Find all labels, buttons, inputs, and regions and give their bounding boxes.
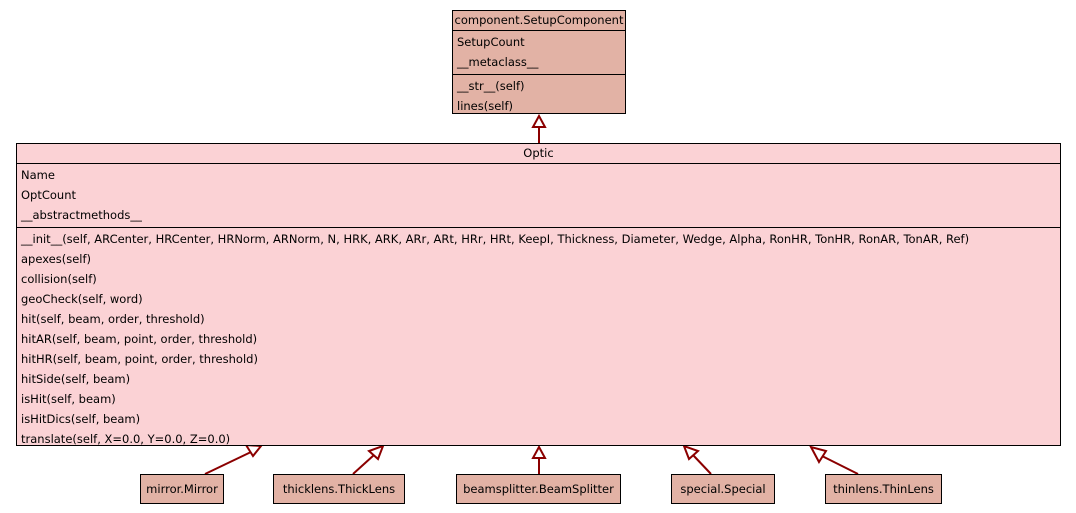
- edge-optic-to-setupcomponent: [531, 113, 547, 143]
- attribute: OptCount: [21, 188, 77, 202]
- method: collision(self): [21, 272, 97, 286]
- class-box-setupcomponent[interactable]: component.SetupComponent SetupCount __me…: [452, 10, 626, 114]
- method: translate(self, X=0.0, Y=0.0, Z=0.0): [21, 432, 231, 446]
- attribute: Name: [21, 168, 55, 182]
- class-box-mirror[interactable]: mirror.Mirror: [140, 474, 224, 504]
- class-box-special[interactable]: special.Special: [671, 474, 775, 504]
- class-box-thinlens[interactable]: thinlens.ThinLens: [825, 474, 942, 504]
- class-name: thinlens.ThinLens: [833, 482, 934, 496]
- method: isHitDics(self, beam): [21, 412, 141, 426]
- method: hitHR(self, beam, point, order, threshol…: [21, 352, 258, 366]
- method: __init__(self, ARCenter, HRCenter, HRNor…: [21, 232, 970, 246]
- class-name: beamsplitter.BeamSplitter: [463, 482, 614, 496]
- class-box-thicklens[interactable]: thicklens.ThickLens: [273, 474, 405, 504]
- class-name: special.Special: [680, 482, 766, 496]
- method: apexes(self): [21, 252, 92, 266]
- edge-thicklens-to-optic: [352, 444, 385, 475]
- class-name: Optic: [17, 144, 1060, 164]
- attribute: __abstractmethods__: [21, 208, 142, 222]
- methods-section: __init__(self, ARCenter, HRCenter, HRNor…: [17, 228, 1060, 451]
- edge-thinlens-to-optic: [809, 445, 859, 475]
- method: hit(self, beam, order, threshold): [21, 312, 205, 326]
- method: isHit(self, beam): [21, 392, 116, 406]
- class-box-optic[interactable]: Optic Name OptCount __abstractmethods__ …: [16, 143, 1061, 446]
- edge-special-to-optic: [682, 444, 712, 475]
- class-name: thicklens.ThickLens: [282, 482, 396, 496]
- attribute: SetupCount: [457, 35, 525, 49]
- method: __str__(self): [457, 79, 525, 93]
- edge-beamsplitter-to-optic: [531, 444, 547, 474]
- method: hitAR(self, beam, point, order, threshol…: [21, 332, 258, 346]
- attribute: __metaclass__: [457, 55, 539, 69]
- class-name: mirror.Mirror: [146, 482, 218, 496]
- class-name: component.SetupComponent: [453, 11, 625, 31]
- method: geoCheck(self, word): [21, 292, 143, 306]
- attributes-section: Name OptCount __abstractmethods__: [17, 164, 1060, 228]
- methods-section: __str__(self) lines(self): [453, 75, 625, 118]
- attributes-section: SetupCount __metaclass__: [453, 31, 625, 75]
- method: lines(self): [457, 99, 514, 113]
- method: hitSide(self, beam): [21, 372, 131, 386]
- class-box-beamsplitter[interactable]: beamsplitter.BeamSplitter: [456, 474, 621, 504]
